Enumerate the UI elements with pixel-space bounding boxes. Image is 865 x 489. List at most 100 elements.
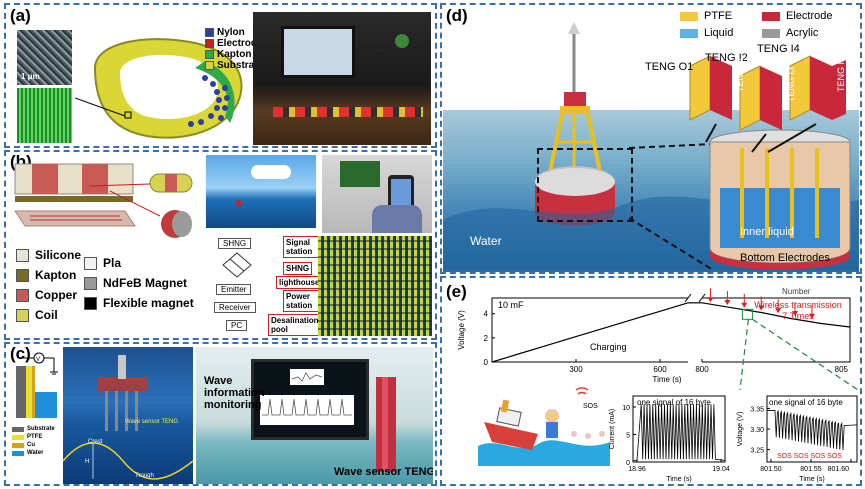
- transmission-arrowhead: [707, 297, 714, 303]
- panel-d-label: (d): [446, 6, 468, 25]
- legend-label: PTFE: [27, 434, 43, 440]
- wires: [273, 107, 423, 117]
- x-axis-label: Time (s): [652, 375, 681, 384]
- zoom-line: [739, 319, 749, 390]
- transmission-arrowhead: [792, 311, 799, 317]
- axis-break-mark: [684, 293, 692, 303]
- bottom-electrodes-label: Bottom Electrodes: [740, 252, 830, 264]
- legend-d-acrylic: Acrylic: [762, 27, 818, 39]
- zoom-box: [741, 308, 753, 320]
- flow-chart: SHNG Emitter Receiver PC: [204, 236, 274, 336]
- number-label: Number: [782, 287, 811, 296]
- legend-b-silicone: Silicone: [16, 248, 81, 262]
- y-tick-label: 3.30: [750, 427, 764, 434]
- crest-label: Crest: [88, 439, 103, 445]
- x-axis-label: Time (s): [799, 476, 824, 483]
- water-c-swatch: [12, 450, 24, 456]
- y-axis-label: Voltage (V): [737, 412, 744, 447]
- y-tick-label: 2: [484, 334, 489, 343]
- ndfeb-swatch: [84, 276, 97, 290]
- legend-b-flexible: Flexible magnet: [84, 296, 194, 310]
- series-discharge-line: [701, 302, 851, 328]
- flow-shng: SHNG: [218, 238, 252, 249]
- y-axis-label: Current (mA): [609, 409, 616, 449]
- legend-label: Flexible magnet: [103, 296, 194, 310]
- panel-e: [440, 276, 862, 486]
- legend-a-electrode: Electrode: [205, 38, 263, 49]
- offshore-platform-render: Wave sensor TENG Crest H Trough: [63, 347, 193, 484]
- legend-c-water: Water: [12, 450, 43, 456]
- scale-bar-label: 1 μm: [21, 72, 40, 81]
- nylon-swatch: [205, 28, 214, 37]
- legend-d-liquid: Liquid: [680, 27, 733, 39]
- inset-frame: [632, 395, 726, 463]
- y-tick-label: 5: [626, 433, 630, 440]
- liquid-d-swatch: [680, 28, 698, 38]
- legend-label: Substrate: [27, 426, 55, 432]
- legend-label: Liquid: [704, 27, 734, 39]
- sos-ship-illustration: [478, 387, 610, 466]
- wireless-label: Wireless transmission: [754, 300, 842, 310]
- kapton-b-swatch: [16, 268, 29, 282]
- x-tick-label: 805: [835, 365, 849, 374]
- zoom-box-buoy: [537, 148, 633, 222]
- y-tick-label: 4: [484, 310, 489, 319]
- station-desalination: Desalination pool: [268, 314, 320, 336]
- wave-sensor-teng-label: Wave sensor TENG: [334, 466, 433, 478]
- x-tick-label: 300: [569, 365, 583, 374]
- sea-scene-render: [206, 155, 316, 228]
- teng-plates-illustration: [689, 55, 846, 153]
- x-tick-label: 801.55: [800, 466, 822, 473]
- legend-c-cu: Cu: [12, 442, 35, 448]
- shng-device-illustration: [14, 163, 193, 238]
- panel-a: [4, 3, 437, 148]
- x-tick-label: 18.96: [628, 466, 646, 473]
- platform-tower: [118, 355, 126, 379]
- coil-swatch: [16, 308, 29, 322]
- station-power: Power station: [283, 290, 319, 312]
- platform-deck: [98, 377, 148, 391]
- substrate-c-swatch: [12, 426, 24, 432]
- panel-b: [4, 150, 437, 340]
- wireless-count-label: 7 Times: [782, 311, 814, 321]
- legend-b-coil: Coil: [16, 308, 58, 322]
- flow-pc: PC: [226, 320, 248, 331]
- hand: [372, 205, 422, 233]
- laptop-screen: [281, 26, 355, 78]
- x-tick-label: 801.50: [760, 466, 782, 473]
- trough-label: Trough: [135, 473, 154, 479]
- legend-label: Cu: [27, 442, 35, 448]
- station-signal: Signal station: [283, 236, 319, 258]
- legend-label: NdFeB Magnet: [103, 276, 187, 290]
- pla-swatch: [84, 256, 97, 270]
- legend-label: Kapton: [35, 268, 77, 282]
- y-tick-label: 3.35: [750, 406, 764, 413]
- electrode-swatch: [205, 39, 214, 48]
- legend-label: Silicone: [35, 248, 82, 262]
- panel-e-label: (e): [446, 282, 467, 301]
- legend-b-copper: Copper: [16, 288, 77, 302]
- x-axis-label: Time (s): [666, 476, 691, 483]
- electrode-d-swatch: [762, 11, 780, 21]
- oscilloscope-device: [393, 32, 411, 50]
- kapton-texture-image: [17, 88, 72, 143]
- ptfe-c-swatch: [12, 434, 24, 440]
- inset-title: one signal of 16 byte: [637, 398, 711, 407]
- legend-label: Nylon: [217, 27, 245, 38]
- legend-b-ndfeb: NdFeB Magnet: [84, 276, 187, 290]
- teng-i1-label: TENG I1: [735, 56, 745, 92]
- teng-i2-label: TENG I2: [705, 52, 748, 64]
- x-tick-label: 801.60: [828, 466, 850, 473]
- y-tick-label: 10: [622, 405, 630, 412]
- transmission-arrowhead: [741, 302, 748, 308]
- transmission-arrowhead: [758, 305, 765, 311]
- phone-screen: [391, 179, 411, 213]
- y-tick-label: 0: [484, 358, 489, 367]
- array-overlay: [318, 236, 432, 336]
- y-tick-label: 3.25: [750, 448, 764, 455]
- x-tick-label: 800: [695, 365, 709, 374]
- series-charging-line: [491, 302, 689, 363]
- wave-sensor-schematic: V: [16, 352, 58, 418]
